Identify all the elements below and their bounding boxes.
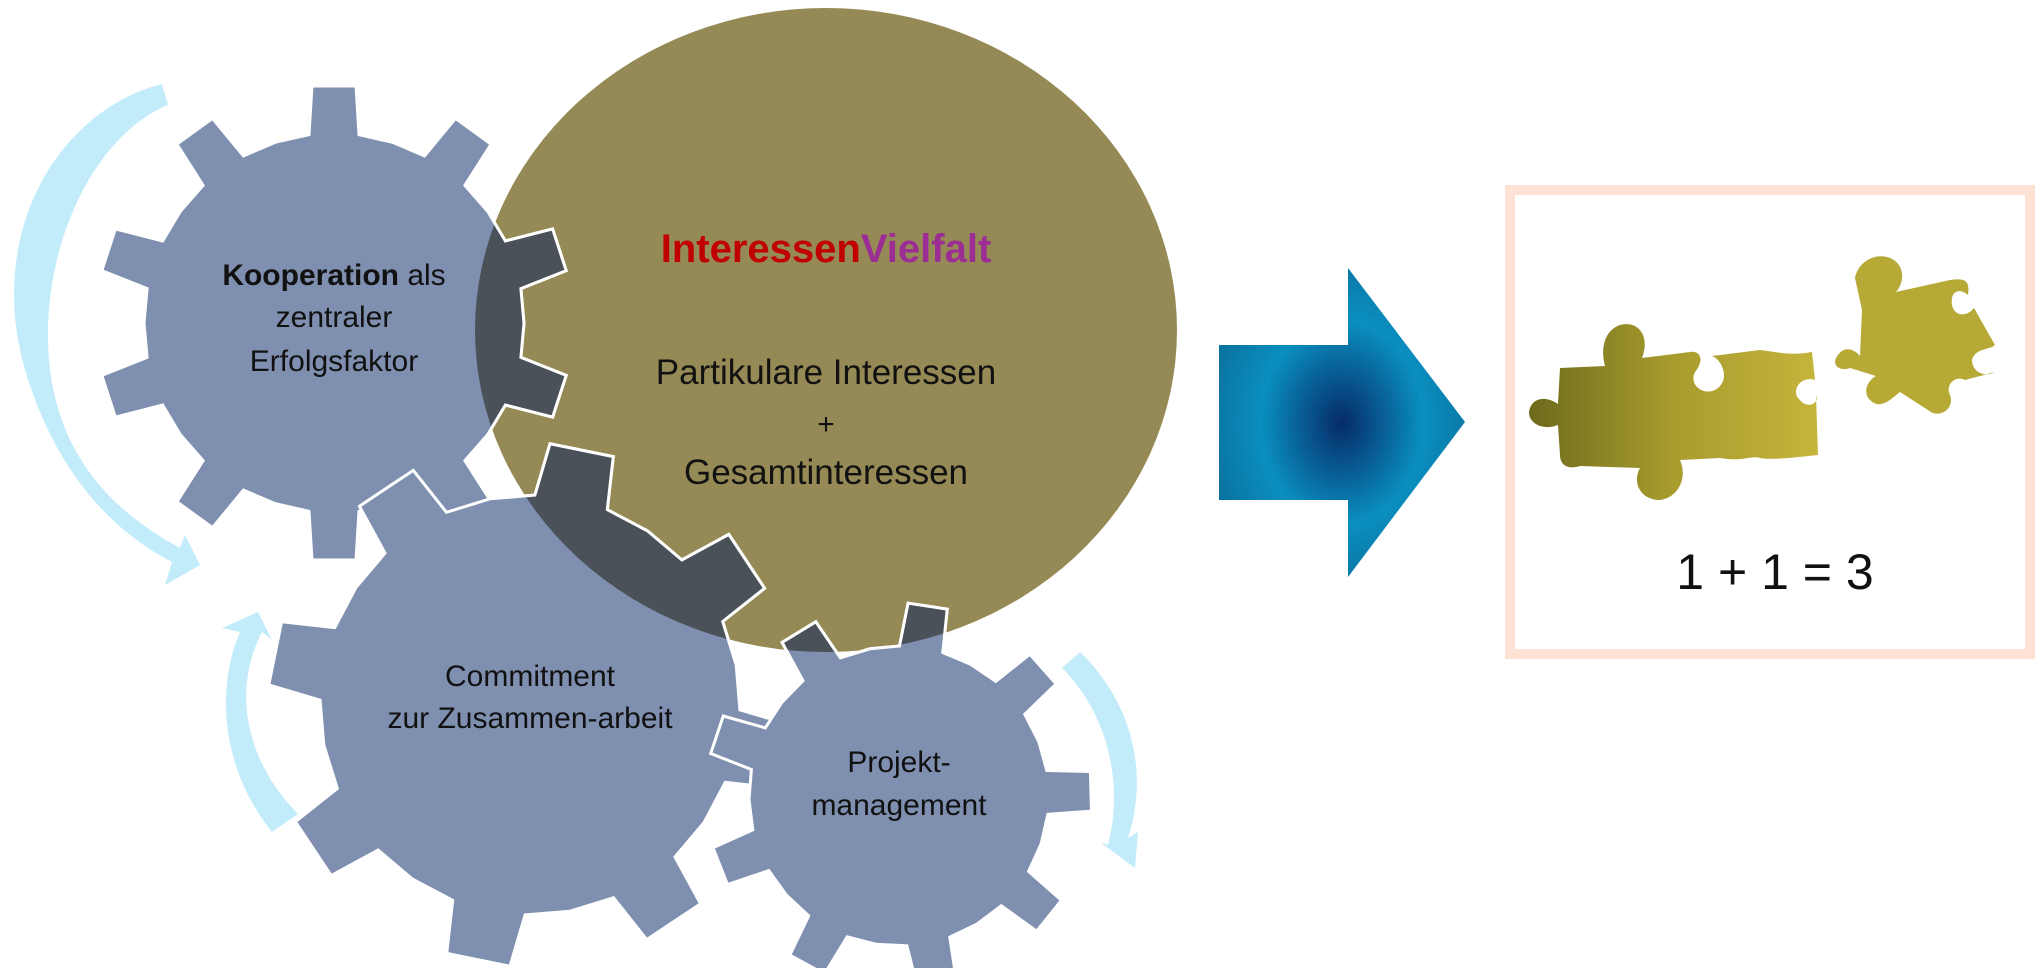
cooperation-bold: Kooperation — [222, 259, 399, 292]
gear-icon — [708, 601, 1093, 968]
interests-circle — [475, 8, 1177, 652]
gear-label-project-line1: Projekt- — [847, 746, 950, 779]
gear-label-cooperation-line1: Kooperation als — [222, 259, 445, 292]
puzzle-piece-icon — [1529, 324, 1818, 500]
gear-label-cooperation-line2: zentraler — [276, 301, 393, 334]
gear-overlap-shape — [475, 442, 793, 652]
puzzle-pieces — [1529, 256, 1995, 500]
circle-line-gesamt: Gesamtinteressen — [684, 453, 968, 492]
cycle-arrow-icon — [1062, 652, 1138, 868]
cycle-arrow-icon — [14, 84, 200, 585]
gear-label-cooperation-line3: Erfolgsfaktor — [250, 345, 418, 378]
cooperation-rest: als — [399, 259, 446, 292]
gears — [99, 84, 1093, 968]
gear-label-project-line2: management — [811, 789, 987, 822]
title-part-interessen: Interessen — [661, 227, 861, 271]
cycle-arrow-icon — [222, 612, 298, 832]
title-part-vielfalt: Vielfalt — [861, 227, 991, 271]
interests-title: InteressenVielfalt — [661, 227, 992, 271]
circle-line-plus: + — [817, 408, 835, 441]
cycle-arrows — [14, 84, 1138, 868]
gear-label-commitment-line1: Commitment — [445, 660, 616, 693]
result-equation: 1 + 1 = 3 — [1676, 544, 1873, 600]
right-arrow-icon — [1219, 268, 1465, 577]
gear-label-commitment-line2: zur Zusammen-arbeit — [387, 702, 673, 735]
puzzle-piece-icon — [1835, 256, 1995, 414]
circle-line-partikular: Partikulare Interessen — [656, 353, 996, 392]
